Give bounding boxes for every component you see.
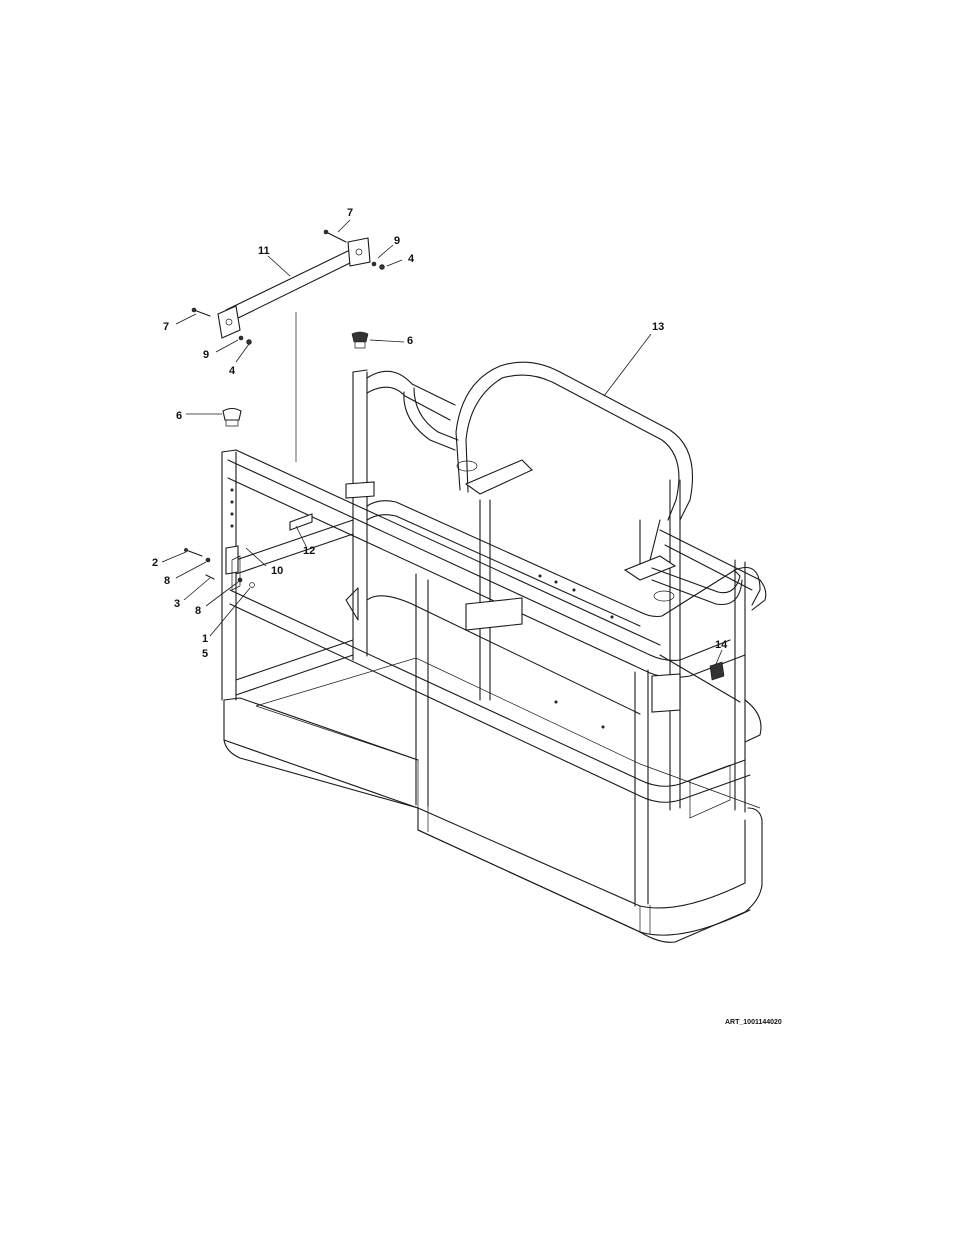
callout-5: 5 xyxy=(202,648,208,660)
top-bar-assembly xyxy=(192,230,384,462)
callout-6-top: 6 xyxy=(407,335,413,347)
callout-9-left: 9 xyxy=(203,349,209,361)
decal xyxy=(290,514,312,530)
callout-10: 10 xyxy=(271,565,283,577)
callout-2: 2 xyxy=(152,557,158,569)
callout-8-lower: 8 xyxy=(195,605,201,617)
callout-1: 1 xyxy=(202,633,208,645)
post-caps xyxy=(223,332,368,426)
callout-8-upper: 8 xyxy=(164,575,170,587)
gate-hardware xyxy=(184,548,254,590)
callout-3: 3 xyxy=(174,598,180,610)
callout-9-top: 9 xyxy=(394,235,400,247)
callout-7-left: 7 xyxy=(163,321,169,333)
callout-7-top: 7 xyxy=(347,207,353,219)
callouts: 7 9 4 11 7 9 4 6 13 6 12 2 8 10 3 8 1 5 … xyxy=(152,207,728,660)
callout-6-left: 6 xyxy=(176,410,182,422)
entry-rail-assembly xyxy=(404,362,742,604)
part-14-block xyxy=(710,662,724,680)
callout-11: 11 xyxy=(258,245,270,257)
callout-13: 13 xyxy=(652,321,664,333)
callout-14: 14 xyxy=(715,639,728,651)
callout-12: 12 xyxy=(303,545,315,557)
callout-4-left: 4 xyxy=(229,365,236,377)
platform-basket xyxy=(222,370,766,942)
callout-4-top: 4 xyxy=(408,253,415,265)
art-id: ART_1001144020 xyxy=(725,1019,782,1026)
